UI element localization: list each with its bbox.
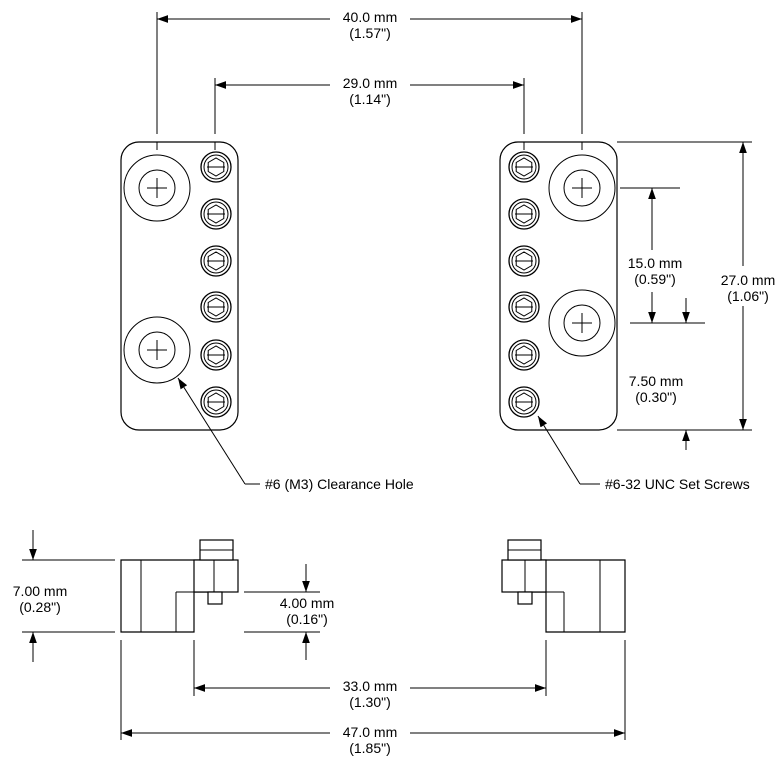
dim-7-00mm: 7.00 mm (0.28") — [13, 530, 115, 662]
dim-27-mm-label: 27.0 mm — [721, 272, 775, 288]
dim-4-00mm: 4.00 mm (0.16") — [244, 564, 334, 660]
dim-33-inch-label: (1.30") — [349, 694, 391, 710]
dim-15mm: 15.0 mm (0.59") — [620, 187, 705, 324]
right-clamp-side-view — [501, 539, 626, 633]
right-set-screw — [508, 245, 540, 277]
left-set-screw — [200, 386, 232, 418]
right-top-hole — [548, 154, 616, 222]
dim-7-00-inch-label: (0.28") — [19, 599, 61, 615]
right-bottom-hole — [548, 289, 616, 357]
right-set-screw — [508, 198, 540, 230]
dim-27mm: 27.0 mm (1.06") — [617, 141, 775, 431]
callout-set-screws: #6-32 UNC Set Screws — [537, 415, 750, 492]
dim-47-mm-label: 47.0 mm — [343, 724, 397, 740]
dim-29mm: 29.0 mm (1.14") — [215, 75, 524, 107]
right-set-screw — [508, 151, 540, 183]
dim-7-50-mm-label: 7.50 mm — [629, 373, 683, 389]
left-clamp-side-view — [120, 539, 239, 633]
left-clamp-top-view — [120, 12, 239, 431]
clearance-hole-label: #6 (M3) Clearance Hole — [265, 476, 414, 492]
dim-4-00-mm-label: 4.00 mm — [280, 595, 334, 611]
dim-7-50-inch-label: (0.30") — [635, 389, 677, 405]
dim-29-mm-label: 29.0 mm — [343, 75, 397, 91]
dim-4-00-inch-label: (0.16") — [286, 611, 328, 627]
right-set-screws — [508, 151, 540, 418]
dim-7-00-mm-label: 7.00 mm — [13, 583, 67, 599]
left-set-screw — [200, 245, 232, 277]
left-clamp-outline — [120, 141, 239, 431]
left-set-screw — [200, 291, 232, 323]
dim-40mm: 40.0 mm (1.57") — [157, 9, 582, 41]
dim-47mm: 47.0 mm (1.85") — [120, 640, 626, 756]
set-screws-label: #6-32 UNC Set Screws — [605, 476, 750, 492]
right-set-screw — [508, 386, 540, 418]
dim-29-inch-label: (1.14") — [349, 91, 391, 107]
dim-33mm: 33.0 mm (1.30") — [193, 640, 547, 710]
dim-7-50mm: 7.50 mm (0.30") — [629, 298, 690, 450]
left-set-screws — [200, 151, 232, 418]
left-set-screw — [200, 151, 232, 183]
dim-15-mm-label: 15.0 mm — [628, 255, 682, 271]
dim-40-inch-label: (1.57") — [349, 25, 391, 41]
callout-clearance-hole: #6 (M3) Clearance Hole — [177, 377, 414, 492]
left-set-screw — [200, 198, 232, 230]
left-bottom-hole — [123, 316, 191, 384]
right-set-screw — [508, 291, 540, 323]
dim-27-inch-label: (1.06") — [727, 288, 769, 304]
left-top-hole — [123, 154, 191, 222]
dim-33-mm-label: 33.0 mm — [343, 678, 397, 694]
right-clamp-outline — [499, 141, 618, 431]
right-clamp-top-view — [499, 12, 618, 431]
right-set-screw — [508, 339, 540, 371]
dim-40-mm-label: 40.0 mm — [343, 9, 397, 25]
left-set-screw — [200, 339, 232, 371]
dim-47-inch-label: (1.85") — [349, 740, 391, 756]
dim-15-inch-label: (0.59") — [634, 271, 676, 287]
